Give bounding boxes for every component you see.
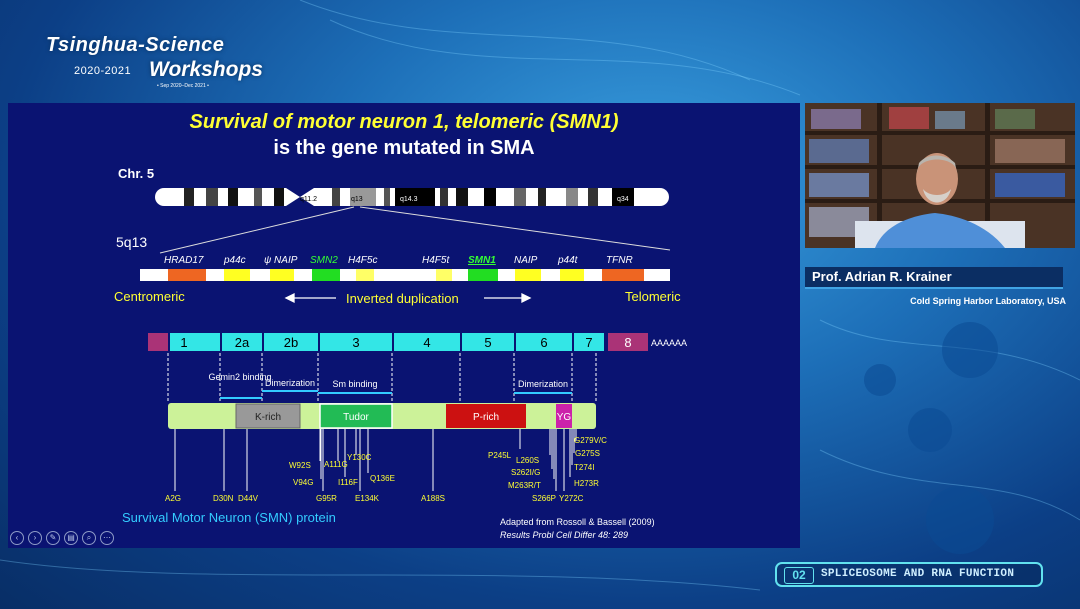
domain-tudor: Tudor [343, 412, 369, 423]
domain-dimerization-1: Dimerization [265, 378, 315, 388]
gene-naip: NAIP [514, 255, 538, 266]
exon-3: 3 [352, 335, 359, 350]
mut-p245l: P245L [488, 451, 512, 460]
gene-p44t: p44t [557, 255, 579, 266]
next-icon[interactable]: › [28, 531, 42, 545]
mut-s262ig: S262I/G [511, 468, 540, 477]
session-number: 02 [784, 567, 814, 584]
reference-line2: Results Probl Cell Differ 48: 289 [500, 530, 629, 540]
mut-g279vc: G279V/C [574, 436, 607, 445]
slide-toolbar: ‹ › ✎ ▤ ⌕ ⋯ [10, 531, 114, 545]
gene-h4f5t: H4F5t [422, 255, 450, 266]
speaker-video-frame [805, 103, 1075, 248]
exon-1: 1 [180, 335, 187, 350]
gene-smn1: SMN1 [468, 255, 496, 266]
exon-4: 4 [423, 335, 430, 350]
mut-h273r: H273R [574, 479, 599, 488]
mut-y272c: Y272C [559, 494, 584, 503]
protein-label: Survival Motor Neuron (SMN) protein [122, 510, 336, 525]
speaker-affiliation: Cold Spring Harbor Laboratory, USA [910, 296, 1066, 306]
exon-2a: 2a [235, 335, 250, 350]
speaker-name: Prof. Adrian R. Krainer [812, 269, 952, 284]
mut-a2g: A2G [165, 494, 181, 503]
mut-m263rt: M263R/T [508, 481, 541, 490]
band-q13: q13 [351, 196, 363, 203]
mut-l260s: L260S [516, 456, 539, 465]
band-q34: q34 [617, 196, 629, 203]
region-label: 5q13 [116, 234, 148, 250]
reference-line1: Adapted from Rossoll & Bassell (2009) [500, 517, 655, 527]
mut-v94g: V94G [293, 478, 313, 487]
domain-sm-binding: Sm binding [332, 379, 377, 389]
mut-t274i: T274I [574, 463, 594, 472]
brand-line1: Tsinghua-Science [46, 34, 225, 56]
presentation-slide: Survival of motor neuron 1, telomeric (S… [8, 103, 800, 548]
chromosome-ideogram [155, 188, 669, 206]
gene-hrad17: HRAD17 [164, 255, 204, 266]
speaker-video [805, 103, 1075, 248]
mut-s266p: S266P [532, 494, 556, 503]
session-label: SPLICEOSOME AND RNA FUNCTION [821, 568, 1015, 580]
mut-q136e: Q136E [370, 474, 395, 483]
speaker-name-bar: Prof. Adrian R. Krainer [805, 267, 1063, 289]
session-badge: 02 SPLICEOSOME AND RNA FUNCTION [775, 562, 1043, 587]
gene-h4f5c: H4F5c [348, 255, 377, 266]
domain-p-rich: P-rich [473, 412, 499, 423]
brand-dates: • Sep 2020–Dec 2021 • [157, 83, 209, 89]
mut-i116f: I116F [338, 478, 358, 487]
mut-e134k: E134K [355, 494, 380, 503]
exon-2b: 2b [284, 335, 298, 350]
brand-workshops: Workshops [149, 58, 263, 81]
protein-bar [168, 403, 596, 429]
poly-a-tail: AAAAAA [651, 338, 687, 348]
more-icon[interactable]: ⋯ [100, 531, 114, 545]
band-q11-2: q11.2 [300, 196, 317, 203]
mut-w92s: W92S [289, 461, 311, 470]
slide-title-line1: Survival of motor neuron 1, telomeric (S… [189, 111, 619, 133]
gene-psi-naip: ψ NAIP [264, 255, 298, 266]
gene-smn2: SMN2 [310, 255, 338, 266]
brand-years: 2020-2021 [74, 65, 132, 77]
mut-g95r: G95R [316, 494, 337, 503]
mut-d30n: D30N [213, 494, 234, 503]
mut-d44v: D44V [238, 494, 259, 503]
domain-yg: YG [557, 412, 572, 423]
mut-a111g: A111G [324, 460, 348, 469]
pen-icon[interactable]: ✎ [46, 531, 60, 545]
exon-6: 6 [540, 335, 547, 350]
prev-icon[interactable]: ‹ [10, 531, 24, 545]
gene-tfnr: TFNR [606, 255, 633, 266]
gene-p44c: p44c [223, 255, 246, 266]
centromeric-label: Centromeric [114, 289, 185, 304]
mut-g275s: G275S [575, 449, 600, 458]
slides-icon[interactable]: ▤ [64, 531, 78, 545]
zoom-icon[interactable]: ⌕ [82, 531, 96, 545]
mut-a188s: A188S [421, 494, 445, 503]
slide-title-line2: is the gene mutated in SMA [273, 137, 535, 159]
chr-label: Chr. 5 [118, 166, 155, 181]
mut-y130c: Y130C [347, 453, 372, 462]
gene-map [140, 269, 670, 281]
domain-dimerization-2: Dimerization [518, 379, 568, 389]
gene-diagram: q11.2 q13 q14.3 q34 HRAD17 p44c ψ NAIP S… [140, 188, 687, 503]
exon-bar: 1 2a 2b 3 4 5 6 7 8 [148, 333, 648, 351]
exon-5: 5 [484, 335, 491, 350]
exon-8: 8 [624, 335, 631, 350]
domain-gemin2: Gemin2 binding [208, 372, 271, 382]
domain-k-rich: K-rich [255, 412, 281, 423]
band-q14-3: q14.3 [400, 196, 418, 203]
telomeric-label: Telomeric [625, 289, 681, 304]
inverted-duplication-label: Inverted duplication [346, 291, 459, 306]
brand-logo: Tsinghua-Science 2020-2021 Workshops • S… [46, 34, 263, 89]
exon-7: 7 [585, 335, 592, 350]
